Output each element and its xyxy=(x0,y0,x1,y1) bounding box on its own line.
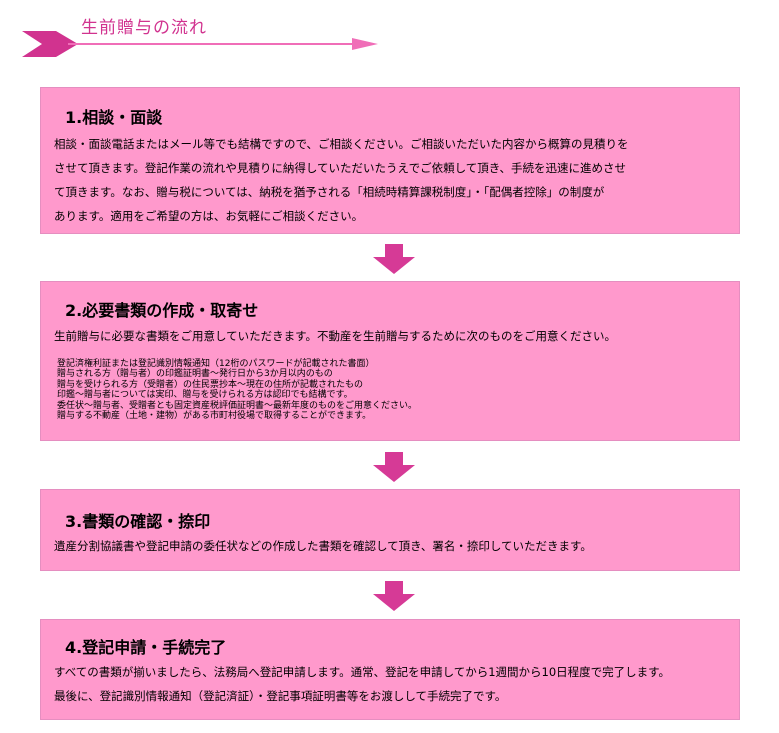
page-title: 生前贈与の流れ xyxy=(81,18,207,38)
down-arrow-icon xyxy=(373,581,415,611)
step-4-line: 最後に、登記識別情報通知（登記済証）・登記事項証明書等をお渡しして手続完了です。 xyxy=(54,689,507,703)
document-item: 登記済権利証または登記識別情報通知（12桁のパスワードが記載された書面） xyxy=(57,359,375,369)
step-1-box: 1.相談・面談 相談・面談電話またはメール等でも結構ですので、ご相談ください。ご… xyxy=(40,87,740,234)
step-4-box: 4.登記申請・手続完了 すべての書類が揃いましたら、法務局へ登記申請します。通常… xyxy=(40,619,740,720)
step-3-title: 3.書類の確認・捺印 xyxy=(65,512,211,531)
step-2-title: 2.必要書類の作成・取寄せ xyxy=(65,301,259,320)
step-4-line: すべての書類が揃いましたら、法務局へ登記申請します。通常、登記を申請してから1週… xyxy=(54,665,671,679)
document-item: 贈与を受けられる方（受贈者）の住民票抄本～現在の住所が記載されたもの xyxy=(57,379,364,390)
step-1-title: 1.相談・面談 xyxy=(65,108,163,127)
document-item: 贈与する不動産（土地・建物）がある市町村役場で取得することができます。 xyxy=(57,411,372,422)
document-item: 委任状～贈与者、受贈者とも固定資産税評価証明書～最新年度のものをご用意ください。 xyxy=(57,400,418,411)
step-1-text: 相談・面談電話またはメール等でも結構ですので、ご相談ください。ご相談いただいた内… xyxy=(54,132,629,228)
down-arrow-icon xyxy=(373,452,415,482)
step-1-line: させて頂きます。登記作業の流れや見積りに納得していただいたうえでご依頼して頂き、… xyxy=(54,161,627,175)
step-4-text: すべての書類が揃いましたら、法務局へ登記申請します。通常、登記を申請してから1週… xyxy=(54,660,670,708)
step-2-lead: 生前贈与に必要な書類をご用意していただきます。不動産を生前贈与するために次のもの… xyxy=(54,329,616,343)
step-2-box: 2.必要書類の作成・取寄せ 生前贈与に必要な書類をご用意していただきます。不動産… xyxy=(40,281,740,441)
step-1-line: て頂きます。なお、贈与税については、納税を猶予される「相続時精算課税制度」・「配… xyxy=(54,185,605,199)
document-item: 印鑑～贈与者については実印、贈与を受けられる方は認印でも結構です。 xyxy=(57,390,353,401)
step-3-box: 3.書類の確認・捺印 遺産分割協議書や登記申請の委任状などの作成した書類を確認し… xyxy=(40,489,740,571)
step-3-text: 遺産分割協議書や登記申請の委任状などの作成した書類を確認して頂き、署名・捺印して… xyxy=(54,534,592,558)
down-arrow-icon xyxy=(373,244,415,274)
step-3-line: 遺産分割協議書や登記申請の委任状などの作成した書類を確認して頂き、署名・捺印して… xyxy=(54,539,592,553)
step-1-line: あります。適用をご希望の方は、お気軽にご相談ください。 xyxy=(54,209,364,223)
step-4-title: 4.登記申請・手続完了 xyxy=(65,638,227,657)
step-1-line: 相談・面談電話またはメール等でも結構ですので、ご相談ください。ご相談いただいた内… xyxy=(54,137,629,151)
document-item: 贈与される方（贈与者）の印鑑証明書～発行日から3か月以内のもの xyxy=(57,369,333,380)
chevron-arrow-icon xyxy=(22,31,378,57)
required-documents-list: 登記済権利証または登記識別情報通知（12桁のパスワードが記載された書面） 贈与さ… xyxy=(57,359,417,421)
